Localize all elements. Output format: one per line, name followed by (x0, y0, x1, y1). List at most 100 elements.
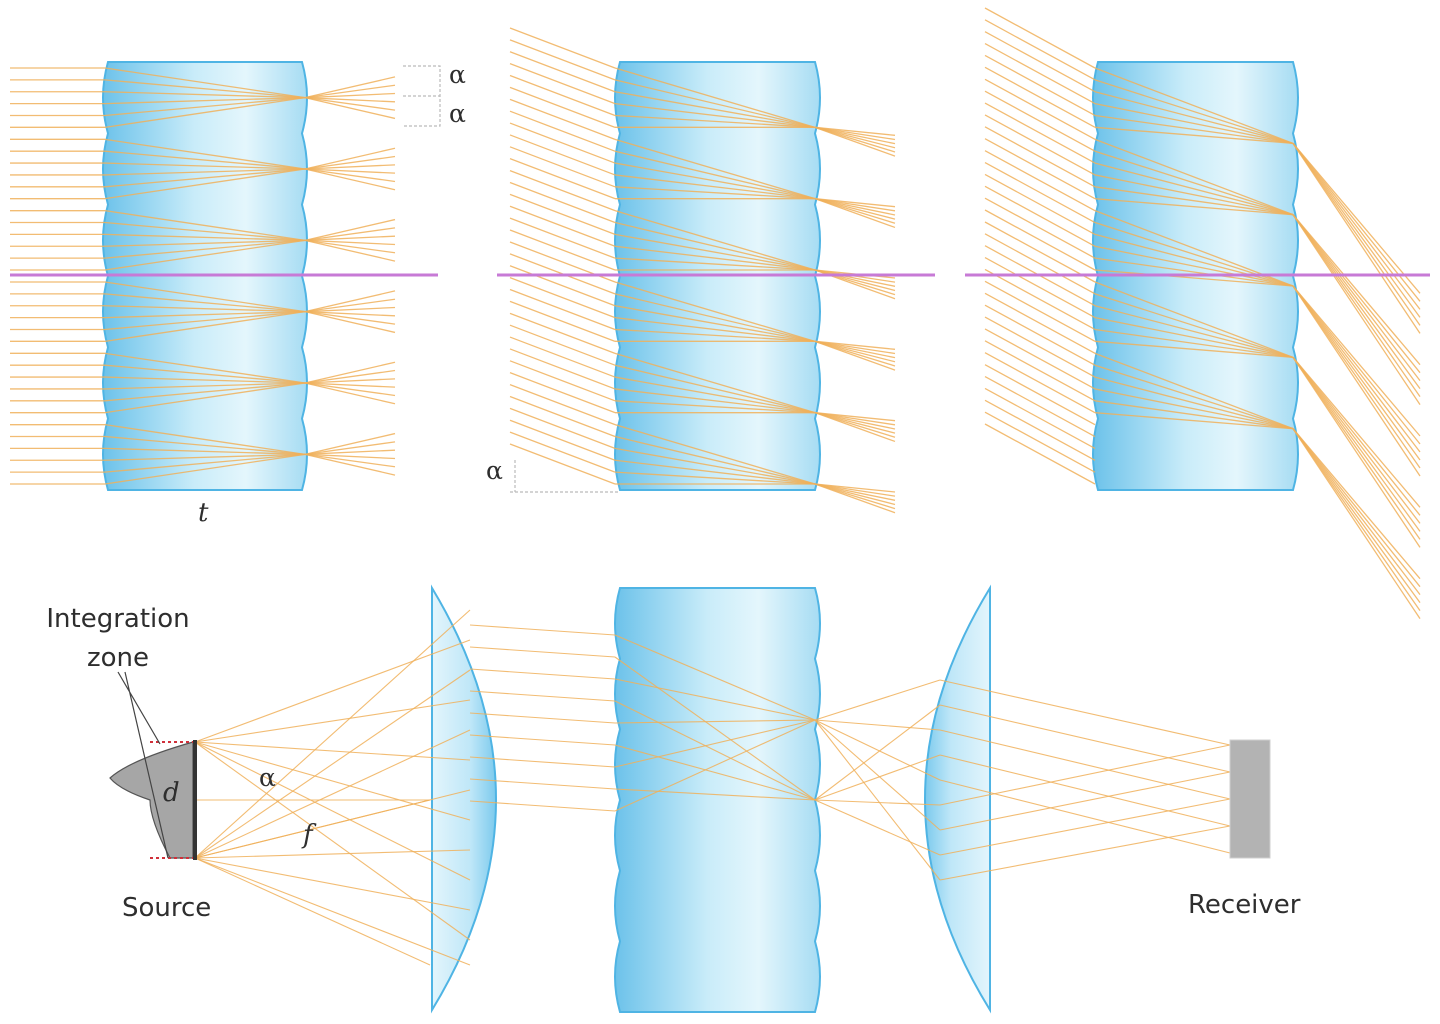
light-ray (509, 193, 616, 236)
light-ray (104, 453, 306, 461)
light-ray (509, 158, 616, 200)
light-ray (814, 412, 896, 438)
light-ray (104, 311, 306, 342)
light-ray (1094, 281, 1294, 358)
light-ray (984, 268, 1096, 331)
light-ray (104, 382, 306, 390)
light-ray (104, 67, 306, 99)
light-ray (1292, 214, 1421, 374)
light-ray (1292, 428, 1421, 620)
light-ray (1292, 428, 1421, 596)
light-ray (104, 168, 306, 188)
light-ray (814, 483, 896, 510)
light-ray (814, 412, 896, 434)
light-ray (1094, 102, 1294, 144)
light-ray (509, 324, 616, 366)
light-ray (1292, 356, 1421, 532)
light-ray (304, 369, 396, 384)
light-ray (509, 312, 616, 354)
light-ray (304, 97, 396, 103)
light-ray (614, 678, 816, 721)
light-ray (104, 150, 306, 170)
light-ray (304, 76, 396, 99)
light-ray (939, 729, 1231, 800)
light-ray (814, 719, 941, 831)
light-ray (814, 269, 896, 292)
light-ray (984, 114, 1096, 176)
light-ray (984, 7, 1096, 69)
light-ray (984, 173, 1096, 235)
light-ray (509, 336, 616, 378)
light-ray (469, 668, 616, 680)
light-ray (1292, 356, 1421, 540)
light-ray (304, 84, 396, 99)
light-ray (614, 67, 816, 128)
light-ray (104, 453, 306, 473)
light-ray (304, 239, 396, 262)
light-ray (614, 114, 816, 128)
light-ray (614, 788, 816, 801)
light-ray (814, 340, 896, 355)
light-ray (509, 86, 616, 128)
light-ray (304, 97, 396, 120)
light-ray (614, 257, 816, 271)
light-ray (614, 233, 816, 271)
light-ray (104, 97, 306, 117)
light-ray (814, 483, 896, 501)
light-ray (509, 98, 616, 140)
light-ray (814, 754, 941, 801)
light-ray (1292, 142, 1421, 310)
light-ray (304, 298, 396, 313)
light-ray (104, 311, 306, 331)
lenslet-array-bottom (614, 587, 821, 1013)
light-ray (614, 293, 816, 342)
light-ray (304, 432, 396, 455)
light-ray (614, 376, 816, 414)
source-label: Source (122, 893, 212, 923)
light-ray (614, 138, 816, 200)
light-ray (194, 857, 431, 966)
light-ray (104, 293, 306, 313)
light-ray (1094, 186, 1294, 216)
light-ray (614, 186, 816, 200)
light-ray (1094, 388, 1294, 430)
light-ray (814, 198, 896, 229)
light-ray (614, 102, 816, 128)
light-ray (509, 122, 616, 164)
light-ray (1292, 428, 1421, 588)
light-ray (1094, 138, 1294, 216)
light-ray (814, 412, 896, 443)
light-ray (1094, 376, 1294, 430)
light-ray (1292, 142, 1421, 294)
light-ray (469, 734, 616, 746)
light-ray (814, 340, 896, 359)
lens-layer (102, 61, 1299, 1014)
light-ray (614, 447, 816, 485)
light-ray (984, 150, 1096, 212)
source-shape (109, 741, 194, 859)
light-ray (814, 799, 941, 856)
light-ray (614, 162, 816, 200)
light-ray (509, 134, 616, 176)
light-ray (509, 217, 616, 259)
light-ray (104, 239, 306, 271)
light-ray (1094, 114, 1294, 144)
light-ray (614, 656, 816, 801)
light-ray (104, 281, 306, 313)
alpha-label-incidence: α (486, 456, 503, 485)
light-ray (614, 150, 816, 200)
light-ray (1094, 400, 1294, 430)
light-ray (984, 233, 1096, 295)
light-ray (104, 210, 306, 241)
light-ray (104, 424, 306, 455)
light-ray (1292, 142, 1421, 302)
light-ray (984, 31, 1096, 93)
light-ray (814, 198, 896, 220)
light-ray (614, 471, 816, 485)
light-ray (984, 375, 1096, 438)
light-ray (984, 221, 1096, 283)
source-size-label: d (163, 778, 180, 808)
light-ray (1292, 285, 1421, 477)
light-ray (469, 778, 616, 790)
light-ray (304, 382, 396, 397)
